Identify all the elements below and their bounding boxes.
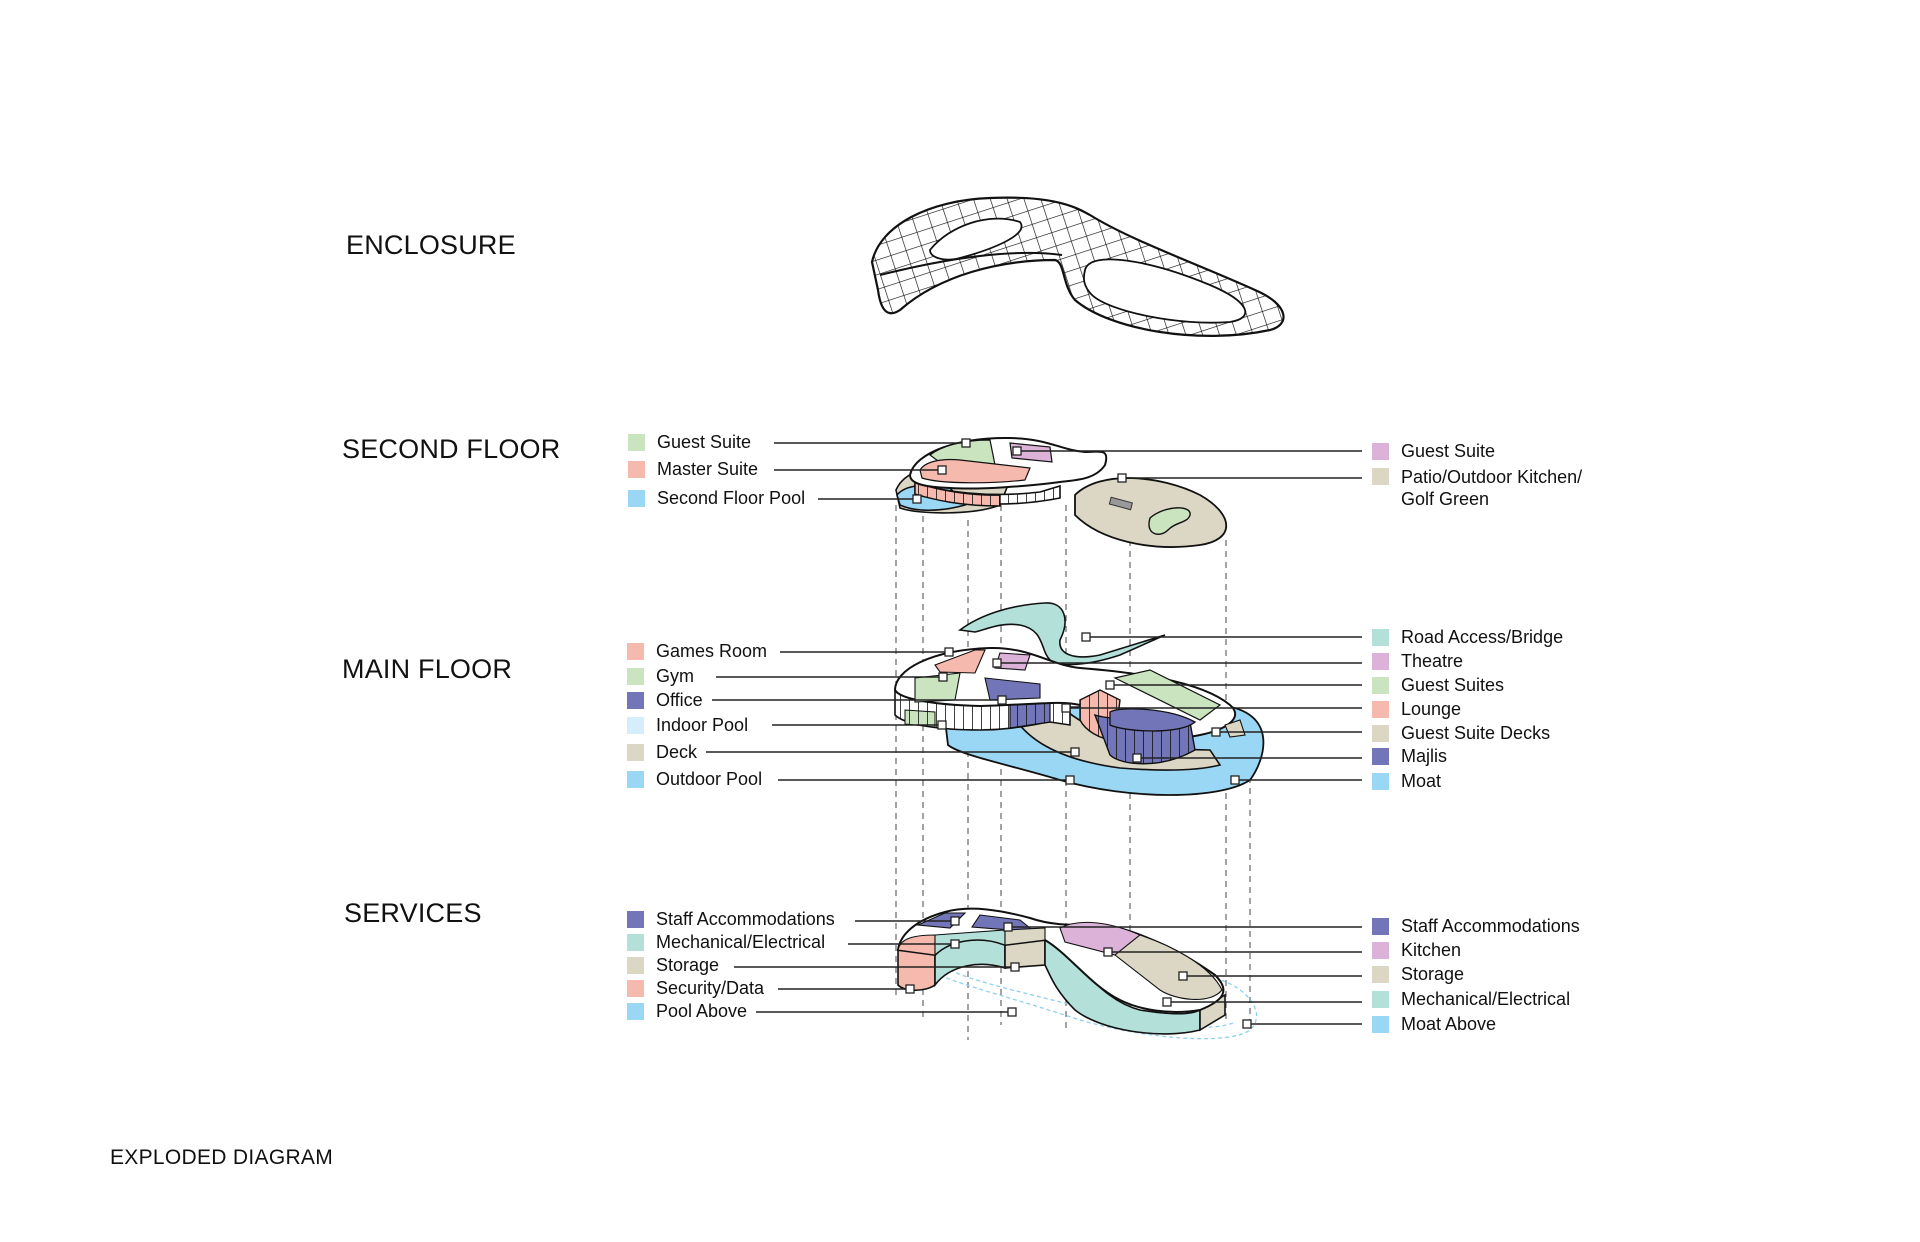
main-floor-plan [893, 602, 1265, 796]
legend-item: Master Suite [628, 458, 758, 480]
legend-label: Games Room [656, 641, 768, 661]
legend-item: Mechanical/Electrical [627, 931, 825, 953]
legend-label: Guest Suite [1401, 441, 1496, 461]
legend-item: Patio/Outdoor Kitchen/ Golf Green [1372, 466, 1582, 510]
color-swatch [627, 770, 644, 788]
section-title-second-floor: SECOND FLOOR [342, 434, 561, 464]
color-swatch [1372, 747, 1389, 765]
legend-item: Guest Suites [1372, 674, 1504, 696]
section-title-services: SERVICES [344, 898, 482, 928]
color-swatch [1372, 965, 1389, 983]
legend-item: Second Floor Pool [628, 487, 805, 509]
legend-label: Outdoor Pool [656, 769, 763, 789]
legend-item: Theatre [1372, 650, 1463, 672]
color-swatch [627, 910, 644, 928]
legend-item: Staff Accommodations [1372, 915, 1580, 937]
legend-item: Storage [627, 954, 719, 976]
section-title-enclosure: ENCLOSURE [346, 230, 516, 260]
services-plan [896, 907, 1258, 1040]
color-swatch [1372, 676, 1389, 694]
legend-item: Guest Suite [628, 431, 751, 453]
legend-label: Patio/Outdoor Kitchen/ Golf Green [1401, 466, 1582, 510]
legend-label-line-2: Golf Green [1401, 489, 1490, 509]
color-swatch [1372, 442, 1389, 460]
color-swatch [1372, 772, 1389, 790]
legend-label: Majlis [1401, 746, 1448, 766]
legend-label: Pool Above [656, 1001, 748, 1021]
legend-label: Indoor Pool [656, 715, 749, 735]
legend-item: Gym [627, 665, 694, 687]
legend-item: Guest Suite Decks [1372, 722, 1550, 744]
enclosure-shell [870, 196, 1285, 337]
legend-item: Storage [1372, 963, 1464, 985]
legend-item: Guest Suite [1372, 440, 1495, 462]
legend-item: Pool Above [627, 1000, 747, 1022]
legend-label: Theatre [1401, 651, 1464, 671]
legend-label: Mechanical/Electrical [656, 932, 826, 952]
legend-label: Master Suite [657, 459, 759, 479]
legend-item: Deck [627, 741, 697, 763]
legend-item: Lounge [1372, 698, 1461, 720]
legend-label: Security/Data [656, 978, 765, 998]
legend-label: Second Floor Pool [657, 488, 806, 508]
legend-item: Road Access/Bridge [1372, 626, 1563, 648]
legend-label: Kitchen [1401, 940, 1462, 960]
legend-item: Moat Above [1372, 1013, 1496, 1035]
color-swatch [627, 667, 644, 685]
legend-label: Storage [1401, 964, 1465, 984]
legend-label: Guest Suite [657, 432, 752, 452]
section-title-main-floor: MAIN FLOOR [342, 654, 513, 684]
color-swatch [627, 979, 644, 997]
legend-item: Games Room [627, 640, 767, 662]
color-swatch [627, 642, 644, 660]
legend-label-line-1: Patio/Outdoor Kitchen/ [1401, 467, 1583, 487]
legend-label: Moat Above [1401, 1014, 1497, 1034]
legend-label: Mechanical/Electrical [1401, 989, 1571, 1009]
color-swatch [1372, 700, 1389, 718]
color-swatch [628, 460, 645, 478]
legend-label: Guest Suite Decks [1401, 723, 1551, 743]
legend-item: Kitchen [1372, 939, 1461, 961]
second-floor-plan [895, 436, 1227, 548]
color-swatch [1372, 917, 1389, 935]
legend-item: Majlis [1372, 745, 1447, 767]
color-swatch [627, 743, 644, 761]
legend-label: Gym [656, 666, 694, 686]
color-swatch [1372, 652, 1389, 670]
diagram-title: EXPLODED DIAGRAM [110, 1146, 334, 1169]
legend-label: Deck [656, 742, 698, 762]
legend-label: Road Access/Bridge [1401, 627, 1564, 647]
color-swatch [627, 956, 644, 974]
legend-label: Storage [656, 955, 720, 975]
leader-lines [706, 442, 1362, 1025]
legend-label: Moat [1401, 771, 1442, 791]
legend-item: Staff Accommodations [627, 908, 835, 930]
legend-item: Mechanical/Electrical [1372, 988, 1570, 1010]
color-swatch [627, 691, 644, 709]
legend-item: Moat [1372, 770, 1441, 792]
legend-label: Lounge [1401, 699, 1462, 719]
legend-item: Security/Data [627, 977, 764, 999]
color-swatch [1372, 990, 1389, 1008]
legend-label: Office [656, 690, 703, 710]
color-swatch [628, 489, 645, 507]
color-swatch [1372, 941, 1389, 959]
legend-label: Staff Accommodations [1401, 916, 1580, 936]
color-swatch [627, 716, 644, 734]
color-swatch [1372, 468, 1389, 485]
color-swatch [1372, 628, 1389, 646]
leader-markers [905, 438, 1252, 1029]
color-swatch [628, 433, 645, 451]
color-swatch [627, 933, 644, 951]
color-swatch [1372, 1015, 1389, 1033]
legend-item: Indoor Pool [627, 714, 748, 736]
legend-item: Outdoor Pool [627, 768, 762, 790]
legend-item: Office [627, 689, 703, 711]
legend-label: Staff Accommodations [656, 909, 835, 929]
color-swatch [627, 1002, 644, 1020]
legend-label: Guest Suites [1401, 675, 1505, 695]
color-swatch [1372, 724, 1389, 742]
